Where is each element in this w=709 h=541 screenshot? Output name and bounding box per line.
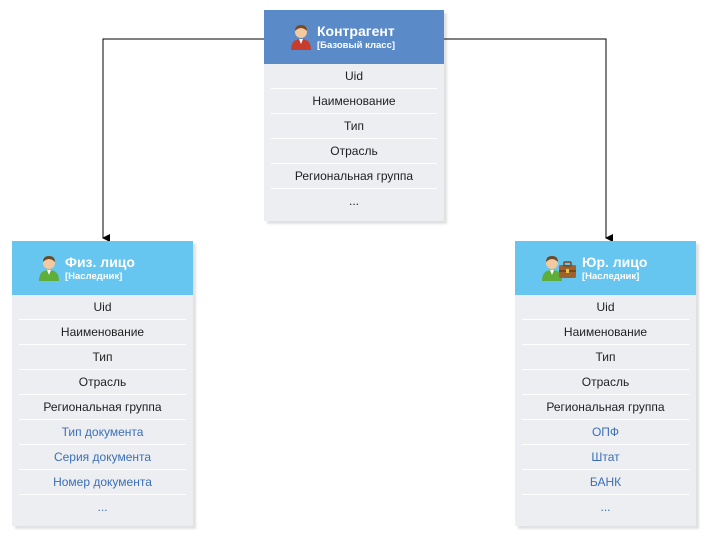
field-row: Отрасль [271,139,437,164]
base-class-card: Контрагент [Базовый класс] Uid Наименова… [264,10,444,221]
field-row: Наименование [522,320,689,345]
field-row: Тип [271,114,437,139]
legal-entity-fields: Uid Наименование Тип Отрасль Региональна… [515,295,696,520]
connector-to-legal-entity [444,38,613,242]
legal-entity-title: Юр. лицо [582,253,648,270]
field-row: Региональная группа [271,164,437,189]
own-field-row-ellipsis: ... [600,500,611,514]
field-row: Тип [19,345,186,370]
legal-entity-subtitle: [Наследник] [582,270,640,282]
field-row: Наименование [271,89,437,114]
own-field-row: Номер документа [19,470,186,495]
individual-header: Физ. лицо [Наследник] [12,241,193,295]
field-row: Uid [19,295,186,320]
field-row: Тип [522,345,689,370]
field-row: Uid [522,295,689,320]
field-row: Региональная группа [19,395,186,420]
legal-entity-card: Юр. лицо [Наследник] Uid Наименование Ти… [515,241,696,526]
field-row: Uid [271,64,437,89]
field-row: Региональная группа [522,395,689,420]
field-row: Наименование [19,320,186,345]
person-briefcase-icon [542,256,576,281]
own-field-row: Серия документа [19,445,186,470]
own-field-row-ellipsis: ... [97,500,108,514]
own-field-row: Штат [522,445,689,470]
base-class-header: Контрагент [Базовый класс] [264,10,444,64]
connector-to-individual [102,38,264,242]
own-field-row: БАНК [522,470,689,495]
person-icon [39,256,59,281]
person-icon [291,25,311,50]
legal-entity-header: Юр. лицо [Наследник] [515,241,696,295]
base-class-subtitle: [Базовый класс] [317,39,396,51]
individual-subtitle: [Наследник] [65,270,123,282]
field-row: Отрасль [522,370,689,395]
base-class-title: Контрагент [317,22,395,39]
individual-title: Физ. лицо [65,253,135,270]
individual-card: Физ. лицо [Наследник] Uid Наименование Т… [12,241,193,526]
base-class-fields: Uid Наименование Тип Отрасль Региональна… [264,64,444,214]
own-field-row: Тип документа [19,420,186,445]
field-row-ellipsis: ... [348,194,359,208]
field-row: Отрасль [19,370,186,395]
individual-fields: Uid Наименование Тип Отрасль Региональна… [12,295,193,520]
own-field-row: ОПФ [522,420,689,445]
